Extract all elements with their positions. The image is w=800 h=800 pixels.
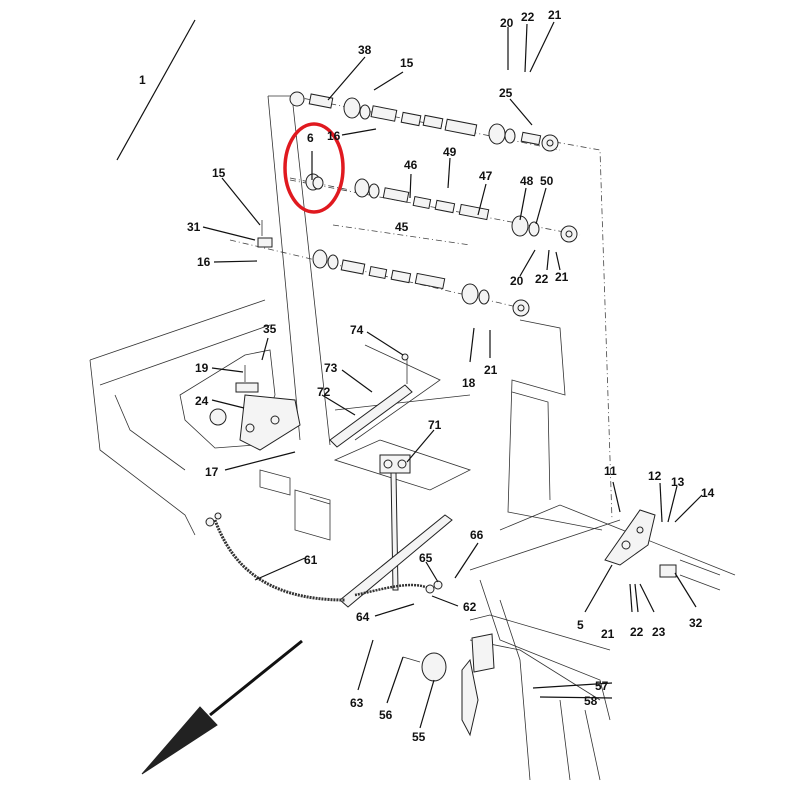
callout-58: 58 [584, 694, 598, 708]
callout-66: 66 [470, 528, 484, 542]
frame-outline [89, 95, 736, 781]
callout-21-c: 21 [484, 363, 498, 377]
callout-15: 15 [400, 56, 414, 70]
callout-64: 64 [356, 610, 370, 624]
callout-16: 16 [327, 129, 341, 143]
callout-15-b: 15 [212, 166, 226, 180]
callout-22: 22 [521, 10, 535, 24]
bushing-part-6 [289, 173, 351, 191]
bracket-part-5 [604, 509, 721, 591]
callout-61: 61 [304, 553, 318, 567]
cable-part-61 [205, 512, 443, 602]
callout-24: 24 [195, 394, 209, 408]
callout-20: 20 [500, 16, 514, 30]
callout-17: 17 [205, 465, 219, 479]
callout-20-b: 20 [510, 274, 524, 288]
leader-lines [116, 19, 703, 729]
callout-62: 62 [463, 600, 477, 614]
callout-73: 73 [324, 361, 338, 375]
callout-57: 57 [595, 679, 609, 693]
callout-32: 32 [689, 616, 703, 630]
callout-35: 35 [263, 322, 277, 336]
callout-46: 46 [404, 158, 418, 172]
bracket-part-35 [179, 349, 301, 451]
callout-74: 74 [350, 323, 364, 337]
callout-21-b: 21 [555, 270, 569, 284]
highlight-ring-part-6 [283, 122, 345, 214]
callout-labels: 1 38 15 20 22 21 25 6 16 46 49 47 48 50 … [139, 8, 715, 744]
callout-22-c: 22 [630, 625, 644, 639]
callout-23: 23 [652, 625, 666, 639]
callout-14: 14 [701, 486, 715, 500]
callout-12: 12 [648, 469, 662, 483]
callout-6: 6 [307, 131, 314, 145]
callout-50: 50 [540, 174, 554, 188]
direction-arrow-icon [141, 639, 303, 775]
callout-16-b: 16 [197, 255, 211, 269]
callout-13: 13 [671, 475, 685, 489]
callout-71: 71 [428, 418, 442, 432]
callout-55: 55 [412, 730, 426, 744]
callout-38: 38 [358, 43, 372, 57]
handle-bar-part-72 [329, 353, 413, 448]
callout-72: 72 [317, 385, 331, 399]
callout-65: 65 [419, 551, 433, 565]
middle-shaft [289, 178, 581, 243]
callout-21-d: 21 [601, 627, 615, 641]
callout-19: 19 [195, 361, 209, 375]
weight-part-55 [402, 652, 447, 682]
callout-22-b: 22 [535, 272, 549, 286]
lower-shaft [229, 239, 531, 317]
callout-5: 5 [577, 618, 584, 632]
pivot-part-31 [257, 220, 273, 248]
callout-1: 1 [139, 73, 146, 87]
callout-18: 18 [462, 376, 476, 390]
callout-25: 25 [499, 86, 513, 100]
callout-11: 11 [604, 464, 617, 478]
callout-63: 63 [350, 696, 364, 710]
callout-21: 21 [548, 8, 562, 22]
upper-shaft [289, 91, 561, 152]
callout-49: 49 [443, 145, 457, 159]
callout-56: 56 [379, 708, 393, 722]
callout-47: 47 [479, 169, 493, 183]
callout-45: 45 [395, 220, 409, 234]
callout-31: 31 [187, 220, 201, 234]
callout-48: 48 [520, 174, 534, 188]
lever-part-71 [339, 454, 453, 608]
